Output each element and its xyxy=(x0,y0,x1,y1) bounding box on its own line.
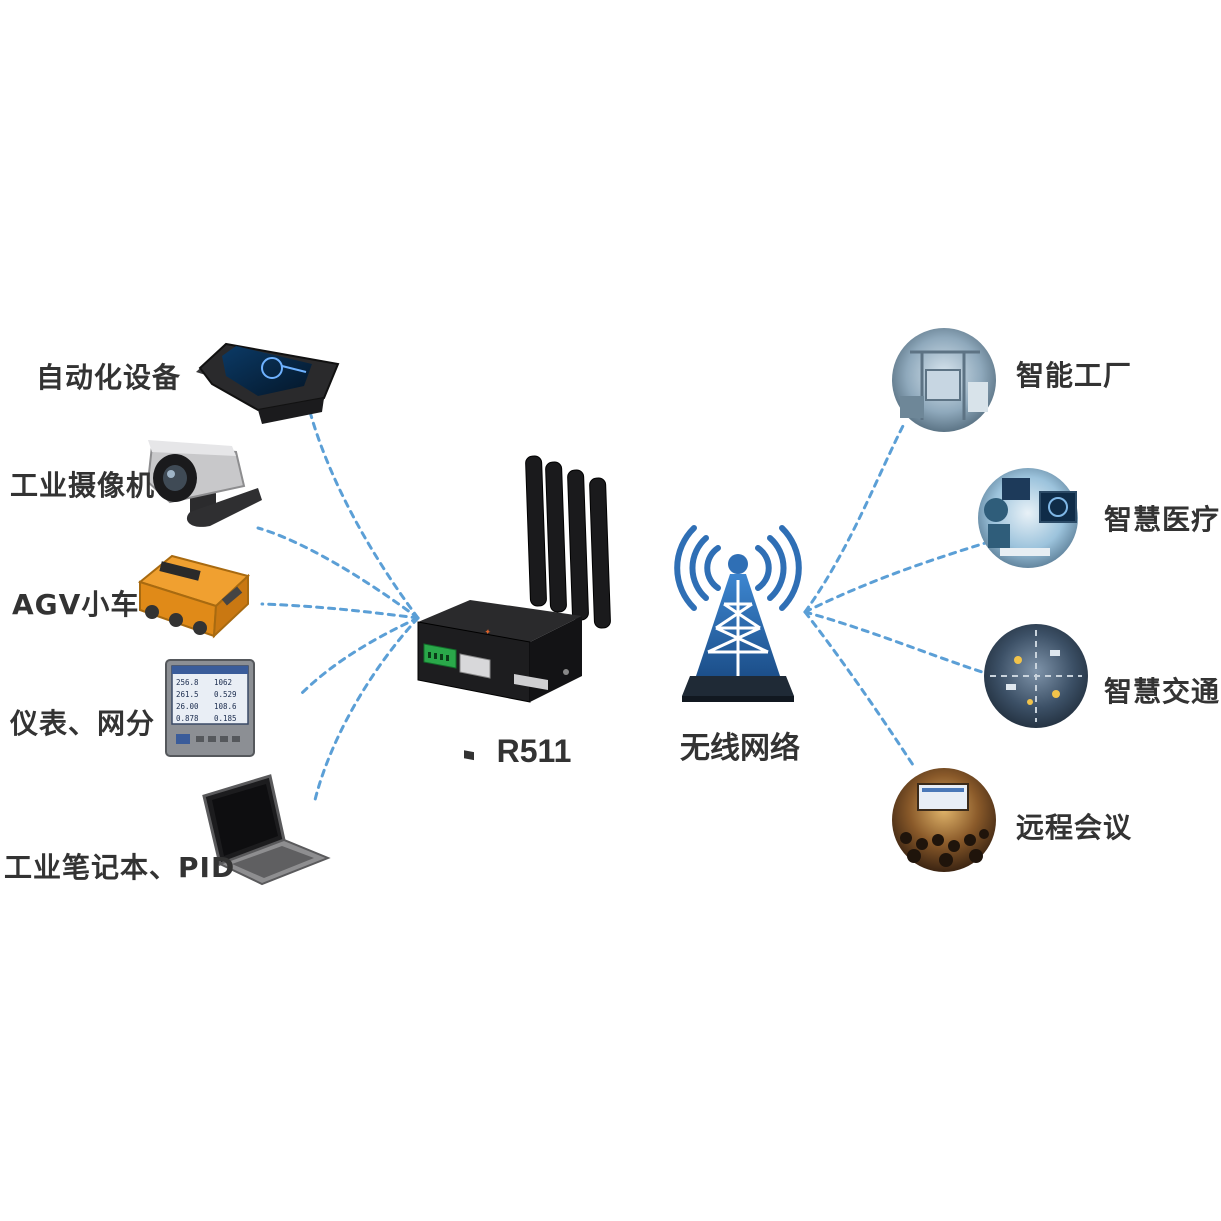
link-automation xyxy=(305,392,418,618)
agv-cart-icon xyxy=(140,556,248,636)
medical-photo-icon xyxy=(978,468,1078,568)
router-label: R511 xyxy=(497,733,572,769)
factory-photo-icon xyxy=(892,328,996,432)
link-agv xyxy=(262,604,418,618)
label-smart-traffic: 智慧交通 xyxy=(1104,670,1220,710)
link-factory xyxy=(805,422,905,612)
traffic-photo-icon xyxy=(984,624,1088,728)
rugged-tablet-icon xyxy=(196,344,338,424)
meter-reading-5: 26.00 xyxy=(176,702,199,711)
meter-panel-icon: 256.8 1062 261.5 0.529 26.00 108.6 0.878… xyxy=(166,660,254,756)
label-agv-cart: AGV小车 xyxy=(12,583,139,623)
meter-reading-4: 0.529 xyxy=(214,690,237,699)
link-meter xyxy=(300,618,418,695)
label-remote-conference: 远程会议 xyxy=(1016,806,1132,846)
meter-reading-7: 0.878 xyxy=(176,714,199,723)
label-industrial-camera: 工业摄像机 xyxy=(10,464,155,504)
link-traffic xyxy=(805,612,985,673)
conference-photo-icon xyxy=(892,768,996,872)
label-smart-medical: 智慧医疗 xyxy=(1104,498,1220,538)
label-meters: 仪表、网分 xyxy=(10,702,155,742)
router-icon: ✦ xyxy=(418,456,611,760)
meter-reading-2: 1062 xyxy=(214,678,232,687)
link-medical xyxy=(805,540,995,612)
meter-reading-1: 256.8 xyxy=(176,678,199,687)
link-conference xyxy=(805,612,915,768)
meter-reading-3: 261.5 xyxy=(176,690,199,699)
wireless-tower-icon xyxy=(677,528,799,702)
link-laptop xyxy=(315,618,418,800)
label-industrial-laptop: 工业笔记本、PID xyxy=(4,846,235,886)
meter-reading-6: 108.6 xyxy=(214,702,237,711)
label-automation-equipment: 自动化设备 xyxy=(36,356,181,396)
device-links xyxy=(258,392,995,800)
security-camera-icon xyxy=(148,440,262,527)
label-smart-factory: 智能工厂 xyxy=(1016,354,1132,394)
tower-label: 无线网络 xyxy=(680,731,800,765)
meter-reading-8: 0.185 xyxy=(214,714,237,723)
